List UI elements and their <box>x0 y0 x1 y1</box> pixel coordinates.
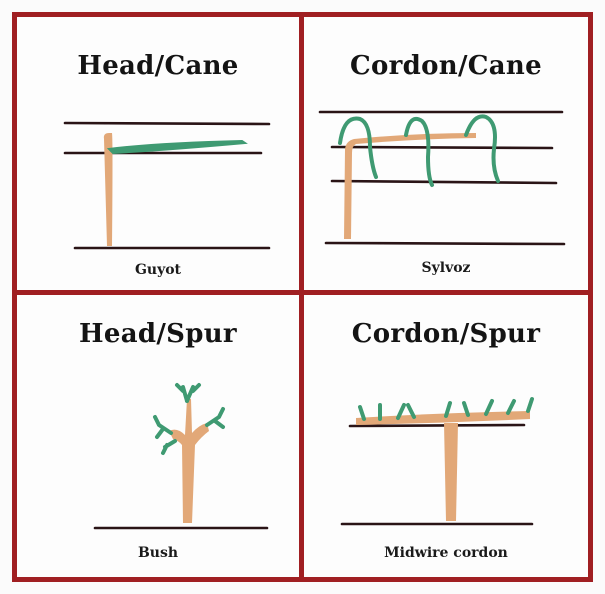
bush-trunk <box>169 399 209 523</box>
spur-1 <box>360 407 364 419</box>
cordon-trunk <box>344 133 476 239</box>
wire-ground <box>326 243 564 244</box>
shoot-lower-left <box>163 441 175 453</box>
head-cane-drawing <box>17 17 299 290</box>
shoot-right <box>207 409 223 427</box>
wire-2 <box>332 147 552 148</box>
head-spur-drawing <box>17 295 299 577</box>
panel-caption: Sylvoz <box>304 260 588 276</box>
panel-cordon-spur: Cordon/Spur <box>304 295 588 577</box>
cordon-cane-drawing <box>304 17 588 290</box>
cane <box>109 141 245 153</box>
training-systems-grid: Head/Cane Guyot Cordon/Cane <box>12 12 593 582</box>
spur-9 <box>528 399 532 411</box>
panel-caption: Guyot <box>17 262 299 278</box>
panel-caption: Midwire cordon <box>304 545 588 561</box>
shoot-left <box>155 417 171 437</box>
spur-8 <box>508 401 514 413</box>
wire-cordon <box>350 425 524 426</box>
panel-head-cane: Head/Cane Guyot <box>17 17 299 290</box>
cordon-arm <box>356 411 530 425</box>
cordon-trunk <box>444 423 458 521</box>
cordon-spur-drawing <box>304 295 588 577</box>
wire-top <box>65 123 269 124</box>
cane-2 <box>406 119 432 185</box>
shoot-top <box>177 385 199 401</box>
panel-caption: Bush <box>17 545 299 561</box>
panel-head-spur: Head/Spur Bush <box>17 295 299 577</box>
panel-cordon-cane: Cordon/Cane Sylvoz <box>304 17 588 290</box>
wire-3 <box>332 181 556 183</box>
